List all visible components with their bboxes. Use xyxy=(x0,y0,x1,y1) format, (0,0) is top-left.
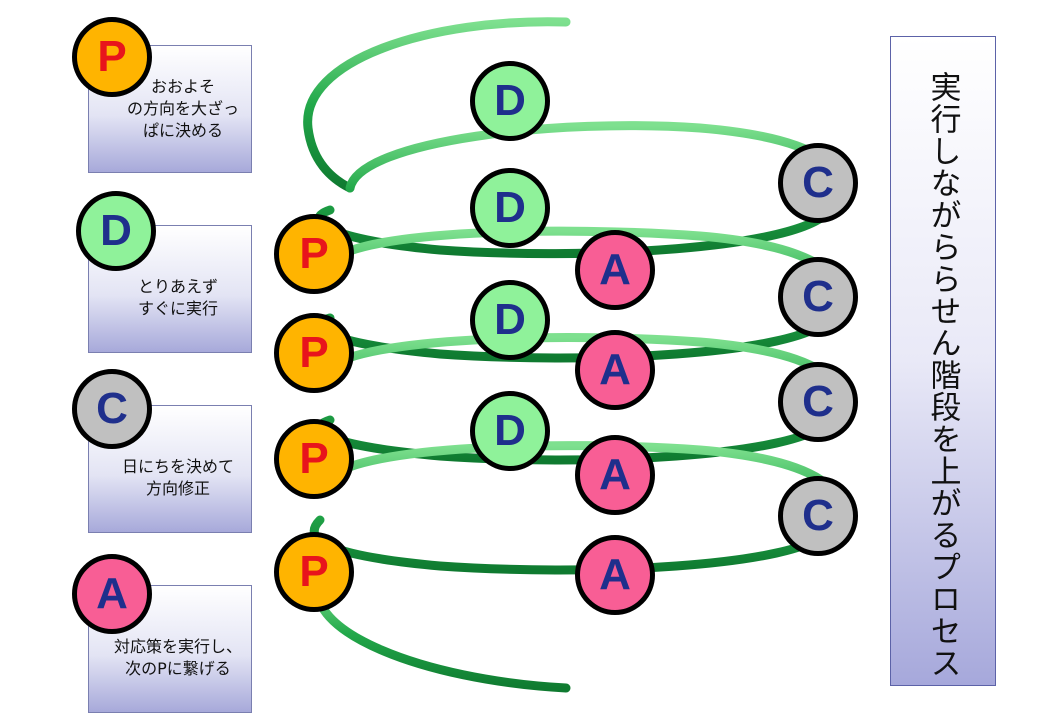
legend-text-d: とりあえず すぐに実行 xyxy=(137,277,218,318)
spiral-circle-c-2: C xyxy=(778,257,858,337)
spiral-circle-c-1: C xyxy=(778,143,858,223)
legend-letter-p: P xyxy=(97,32,127,81)
legend-circle-d: D xyxy=(76,191,156,271)
legend-letter-d: D xyxy=(100,206,132,255)
spiral-circle-a-1: A xyxy=(575,230,655,310)
spiral-circle-d-4: D xyxy=(470,391,550,471)
legend-circle-c: C xyxy=(72,369,152,449)
legend-circle-a: A xyxy=(72,554,152,634)
legend-text-c: 日にちを決めて 方向修正 xyxy=(121,457,234,498)
spiral-letter-c-3: C xyxy=(802,377,834,426)
legend-letter-c: C xyxy=(96,384,128,433)
spiral-letter-d-2: D xyxy=(494,183,526,232)
spiral-circle-c-4: C xyxy=(778,476,858,556)
spiral-circle-a-4: A xyxy=(575,535,655,615)
spiral-letter-c-2: C xyxy=(802,272,834,321)
spiral-letter-a-4: A xyxy=(599,550,631,599)
spiral-bottom-arc xyxy=(313,575,571,693)
spiral-letter-c-4: C xyxy=(802,491,834,540)
spiral-circle-a-3: A xyxy=(575,435,655,515)
side-title-panel: 実行しながららせん階段を上がるプロセス xyxy=(890,36,996,686)
legend-circle-p: P xyxy=(72,17,152,97)
spiral-letter-c-1: C xyxy=(802,158,834,207)
legend-text-p: おおよそ の方向を大ざっ ぱに決める xyxy=(126,77,239,140)
spiral-letter-d-4: D xyxy=(494,406,526,455)
spiral-circle-p-4: P xyxy=(274,532,354,612)
spiral-letter-p-4: P xyxy=(299,547,329,596)
spiral-circle-d-1: D xyxy=(470,61,550,141)
spiral-circle-p-2: P xyxy=(274,313,354,393)
spiral-circle-d-2: D xyxy=(470,168,550,248)
spiral-letter-a-3: A xyxy=(599,450,631,499)
spiral-letter-d-3: D xyxy=(494,295,526,344)
legend-letter-a: A xyxy=(96,569,128,618)
spiral-letter-a-2: A xyxy=(599,345,631,394)
legend-text-a: 対応策を実行し、 次のPに繋げる xyxy=(113,637,242,678)
spiral-circle-p-3: P xyxy=(274,419,354,499)
spiral-letter-d-1: D xyxy=(494,76,526,125)
spiral-circle-p-1: P xyxy=(274,214,354,294)
spiral-circle-a-2: A xyxy=(575,330,655,410)
spiral-circle-c-3: C xyxy=(778,362,858,442)
spiral-top-arc xyxy=(303,17,571,193)
spiral-letter-p-2: P xyxy=(299,328,329,377)
spiral-letter-a-1: A xyxy=(599,245,631,294)
spiral-letter-p-1: P xyxy=(299,229,329,278)
side-title-text: 実行しながららせん階段を上がるプロセス xyxy=(924,71,961,679)
spiral-circle-d-3: D xyxy=(470,280,550,360)
spiral-letter-p-3: P xyxy=(299,434,329,483)
